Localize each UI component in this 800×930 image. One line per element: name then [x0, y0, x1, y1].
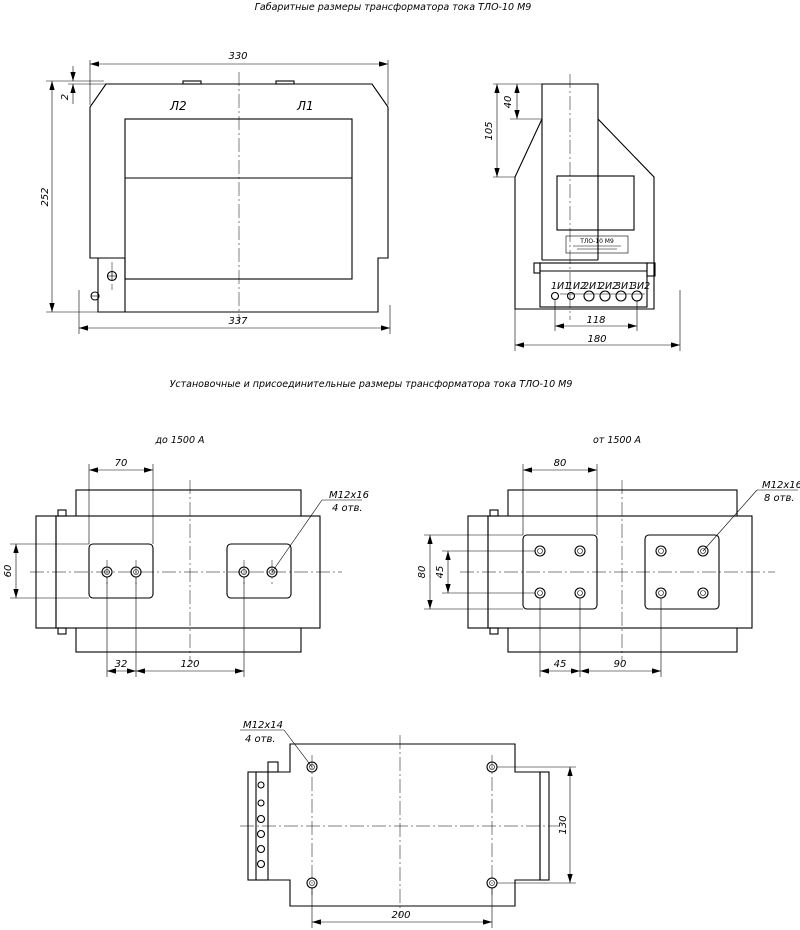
dim-height-252: 252 — [40, 187, 51, 206]
thread-m12x16-b: M12x16 — [762, 480, 800, 491]
terminal-1i1: 1И1 — [551, 281, 570, 292]
holes-4-c: 4 отв. — [245, 734, 276, 745]
dim-gap-2: 2 — [60, 94, 71, 100]
holes-8-b: 8 отв. — [764, 493, 795, 504]
plan-upto-1500: 70 60 32 120 M12x16 4 отв. — [3, 458, 369, 677]
caption-upto-1500: до 1500 А — [154, 435, 204, 446]
dim-pitch-90: 90 — [614, 659, 627, 670]
holes-4-a: 4 отв. — [332, 503, 363, 514]
mounting-holes — [306, 761, 498, 889]
terminal-l1-label: Л1 — [296, 99, 314, 113]
terminal-3i1: 3И1 — [615, 281, 634, 292]
bottom-view: 200 130 M12x14 4 отв. — [240, 720, 576, 928]
terminal-1i2: 1И2 — [567, 281, 586, 292]
dim-height-60: 60 — [3, 565, 14, 578]
dim-height-80: 80 — [417, 566, 428, 579]
terminal-2i1: 2И1 — [583, 281, 602, 292]
dim-width-130: 130 — [558, 815, 569, 834]
front-view: Л2 Л1 330 337 252 2 — [40, 51, 391, 334]
terminal-3i2: 3И2 — [631, 281, 650, 292]
terminal-2i2: 2И2 — [599, 281, 618, 292]
dim-length-200: 200 — [391, 910, 410, 921]
terminal-screws — [550, 290, 643, 302]
terminal-l2-label: Л2 — [169, 99, 187, 113]
side-view: ТЛО-10 М9 1И1 1И2 2И1 2И2 3И1 3И2 — [484, 74, 681, 351]
dim-width-330: 330 — [228, 51, 247, 62]
terminal-strip-screws — [256, 781, 266, 869]
dim-terminal-118: 118 — [586, 315, 605, 326]
dim-base-180: 180 — [587, 334, 606, 345]
terminal-markings: 1И1 1И2 2И1 2И2 3И1 3И2 — [551, 281, 650, 292]
plan-from-1500: 80 80 45 45 90 M12x16 8 отв. — [417, 458, 800, 677]
dim-pitch-32: 32 — [115, 659, 128, 670]
dim-width-337: 337 — [228, 316, 248, 327]
dim-height-45: 45 — [435, 566, 446, 579]
dim-pad-80: 80 — [554, 458, 567, 469]
svg-text:ТЛО-10 М9: ТЛО-10 М9 — [579, 238, 614, 245]
thread-m12x16-a: M12x16 — [329, 490, 369, 501]
caption-mounting: Установочные и присоединительные размеры… — [170, 379, 573, 390]
caption-from-1500: от 1500 А — [593, 435, 641, 446]
dim-upper-105: 105 — [484, 121, 495, 140]
thread-m12x14: M12x14 — [243, 720, 283, 731]
dim-top-40: 40 — [503, 96, 514, 109]
caption-overall: Габаритные размеры трансформатора тока Т… — [255, 2, 532, 13]
dim-pitch-45: 45 — [554, 659, 567, 670]
dim-pad-70: 70 — [115, 458, 128, 469]
dim-pitch-120: 120 — [180, 659, 199, 670]
